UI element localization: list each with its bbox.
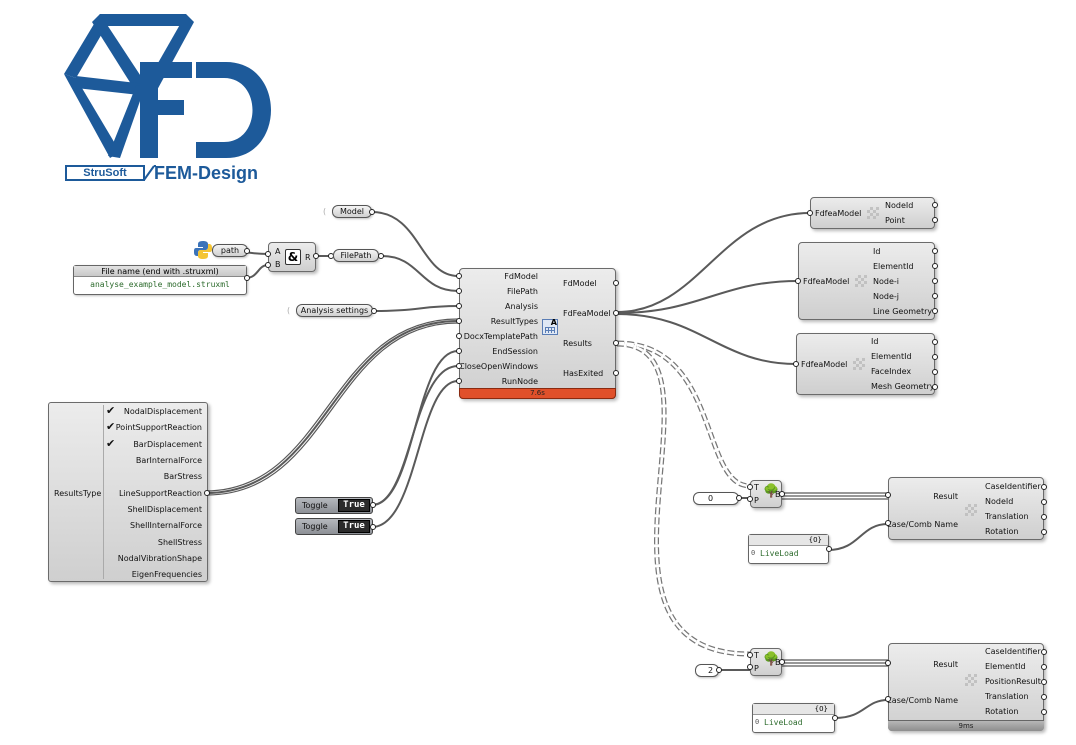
input-analysis: Analysis xyxy=(505,302,538,311)
list-item[interactable]: ShellStress xyxy=(157,538,202,547)
deconstruct-icon xyxy=(867,207,879,219)
wire-fdfea-bars xyxy=(616,280,799,314)
liveload-value-2: LiveLoad xyxy=(764,718,803,727)
param-model[interactable]: ( Model xyxy=(323,205,375,219)
python-icon xyxy=(194,241,212,259)
analysis-component[interactable]: FdModel FilePath Analysis ResultTypes Do… xyxy=(459,268,616,399)
check-icon: ✔ xyxy=(106,404,116,417)
branch1-index-param[interactable]: 0 xyxy=(693,492,739,505)
main-input-labels: FdModel FilePath Analysis ResultTypes Do… xyxy=(459,269,540,389)
wire-filepath xyxy=(381,255,459,292)
wire-fdfea-shells xyxy=(616,313,797,365)
resultstype-label: ResultsType xyxy=(54,489,102,498)
logo-mark-icon xyxy=(64,14,271,181)
resultstype-value-list[interactable]: ResultsType ✔ NodalDisplacement ✔ PointS… xyxy=(48,402,208,582)
wire-model xyxy=(371,211,459,277)
logo-strusoft-text: StruSoft xyxy=(83,167,127,179)
input-resulttypes: ResultTypes xyxy=(490,317,538,326)
tree-icon: 🌳 xyxy=(763,652,780,667)
output-results: Results xyxy=(563,339,592,348)
list-item[interactable]: BarInternalForce xyxy=(135,456,202,465)
output-hasexited: HasExited xyxy=(563,369,604,378)
liveload-panel-1[interactable]: {0} 0 LiveLoad xyxy=(748,534,829,564)
check-icon: ✔ xyxy=(106,437,116,450)
list-item[interactable]: BarDisplacement xyxy=(133,440,202,449)
fem-design-logo: StruSoft FEM-Design xyxy=(56,12,278,187)
tree-icon: 🌳 xyxy=(763,484,780,499)
read-result-displacement-component[interactable]: Result Case/Comb Name CaseIdentifier Nod… xyxy=(886,477,1044,540)
concat-ampersand-icon: & xyxy=(285,249,301,265)
output-fdfeamodel: FdFeaModel xyxy=(563,309,611,318)
liveload-panel-2[interactable]: {0} 0 LiveLoad xyxy=(752,703,835,733)
boolean-toggle-2[interactable]: Toggle True xyxy=(295,518,373,535)
tree-branch-component-1[interactable]: T P 🌳 B xyxy=(750,480,782,508)
deconstruct-nodes-component[interactable]: FdfeaModel NodeId Point xyxy=(810,197,935,229)
deconstruct-shells-component[interactable]: FdfeaModel Id ElementId FaceIndex Mesh G… xyxy=(796,333,935,395)
input-filepath: FilePath xyxy=(507,287,538,296)
param-model-label: Model xyxy=(332,205,372,218)
deconstruct-icon xyxy=(853,358,865,370)
list-item[interactable]: BarStress xyxy=(163,472,202,481)
filename-panel[interactable]: File name (end with .struxml) analyse_ex… xyxy=(73,265,247,295)
list-item[interactable]: EigenFrequencies xyxy=(131,570,202,579)
list-item[interactable]: LineSupportReaction xyxy=(118,489,202,498)
deconstruct-bars-component[interactable]: FdfeaModel Id ElementId Node-i Node-j Li… xyxy=(798,242,935,320)
input-fdmodel: FdModel xyxy=(504,272,538,281)
main-timer-bar: 7.6s xyxy=(459,388,616,399)
toggle-2-value[interactable]: True xyxy=(338,520,370,533)
result-icon xyxy=(965,504,977,516)
list-item[interactable]: ShellDisplacement xyxy=(127,505,202,514)
list-item[interactable]: PointSupportReaction xyxy=(115,423,202,432)
input-endsession: EndSession xyxy=(492,347,538,356)
wire-panel1-case xyxy=(827,523,889,551)
wire-toggle1-b xyxy=(371,365,459,506)
wire-results-branch1 xyxy=(616,340,751,489)
input-runnode: RunNode xyxy=(501,377,538,386)
output-fdmodel: FdModel xyxy=(563,279,597,288)
read-result-bar-component[interactable]: Result Case/Comb Name CaseIdentifier Ele… xyxy=(886,643,1044,731)
wire-resultstypes xyxy=(205,320,459,494)
list-item[interactable]: ShellInternalForce xyxy=(130,521,202,530)
wire-fdfea-nodes xyxy=(616,212,811,313)
concatenate-component[interactable]: A B & R xyxy=(268,242,316,272)
tree-branch-component-2[interactable]: T P 🌳 B xyxy=(750,648,782,676)
input-closeopenwindows: CloseOpenWindows xyxy=(459,362,538,371)
result-bar-timer: 9ms xyxy=(888,720,1044,731)
wire-toggle2 xyxy=(371,380,459,528)
check-icon: ✔ xyxy=(106,420,116,433)
result-icon xyxy=(965,674,977,686)
list-item[interactable]: NodalVibrationShape xyxy=(117,554,202,563)
python-output-path[interactable]: path xyxy=(212,244,248,257)
wire-panel2-case xyxy=(834,699,889,719)
boolean-toggle-1[interactable]: Toggle True xyxy=(295,497,373,514)
liveload-value-1: LiveLoad xyxy=(760,549,799,558)
filename-panel-value: analyse_example_model.struxml xyxy=(90,280,230,289)
filename-panel-title: File name (end with .struxml) xyxy=(74,266,246,277)
list-item[interactable]: NodalDisplacement xyxy=(123,407,202,416)
python-script-component[interactable] xyxy=(193,241,223,259)
param-filepath[interactable]: FilePath xyxy=(328,249,384,263)
input-docxtemplatepath: DocxTemplatePath xyxy=(463,332,538,341)
wire-analysis xyxy=(373,305,459,312)
analysis-icon: A xyxy=(542,318,558,335)
resultstype-items: ✔ NodalDisplacement ✔ PointSupportReacti… xyxy=(104,403,204,581)
toggle-1-value[interactable]: True xyxy=(338,499,370,512)
deconstruct-icon xyxy=(855,275,867,287)
param-analysis-settings[interactable]: ( Analysis settings xyxy=(287,304,377,318)
logo-femdesign-text: FEM-Design xyxy=(154,163,259,183)
